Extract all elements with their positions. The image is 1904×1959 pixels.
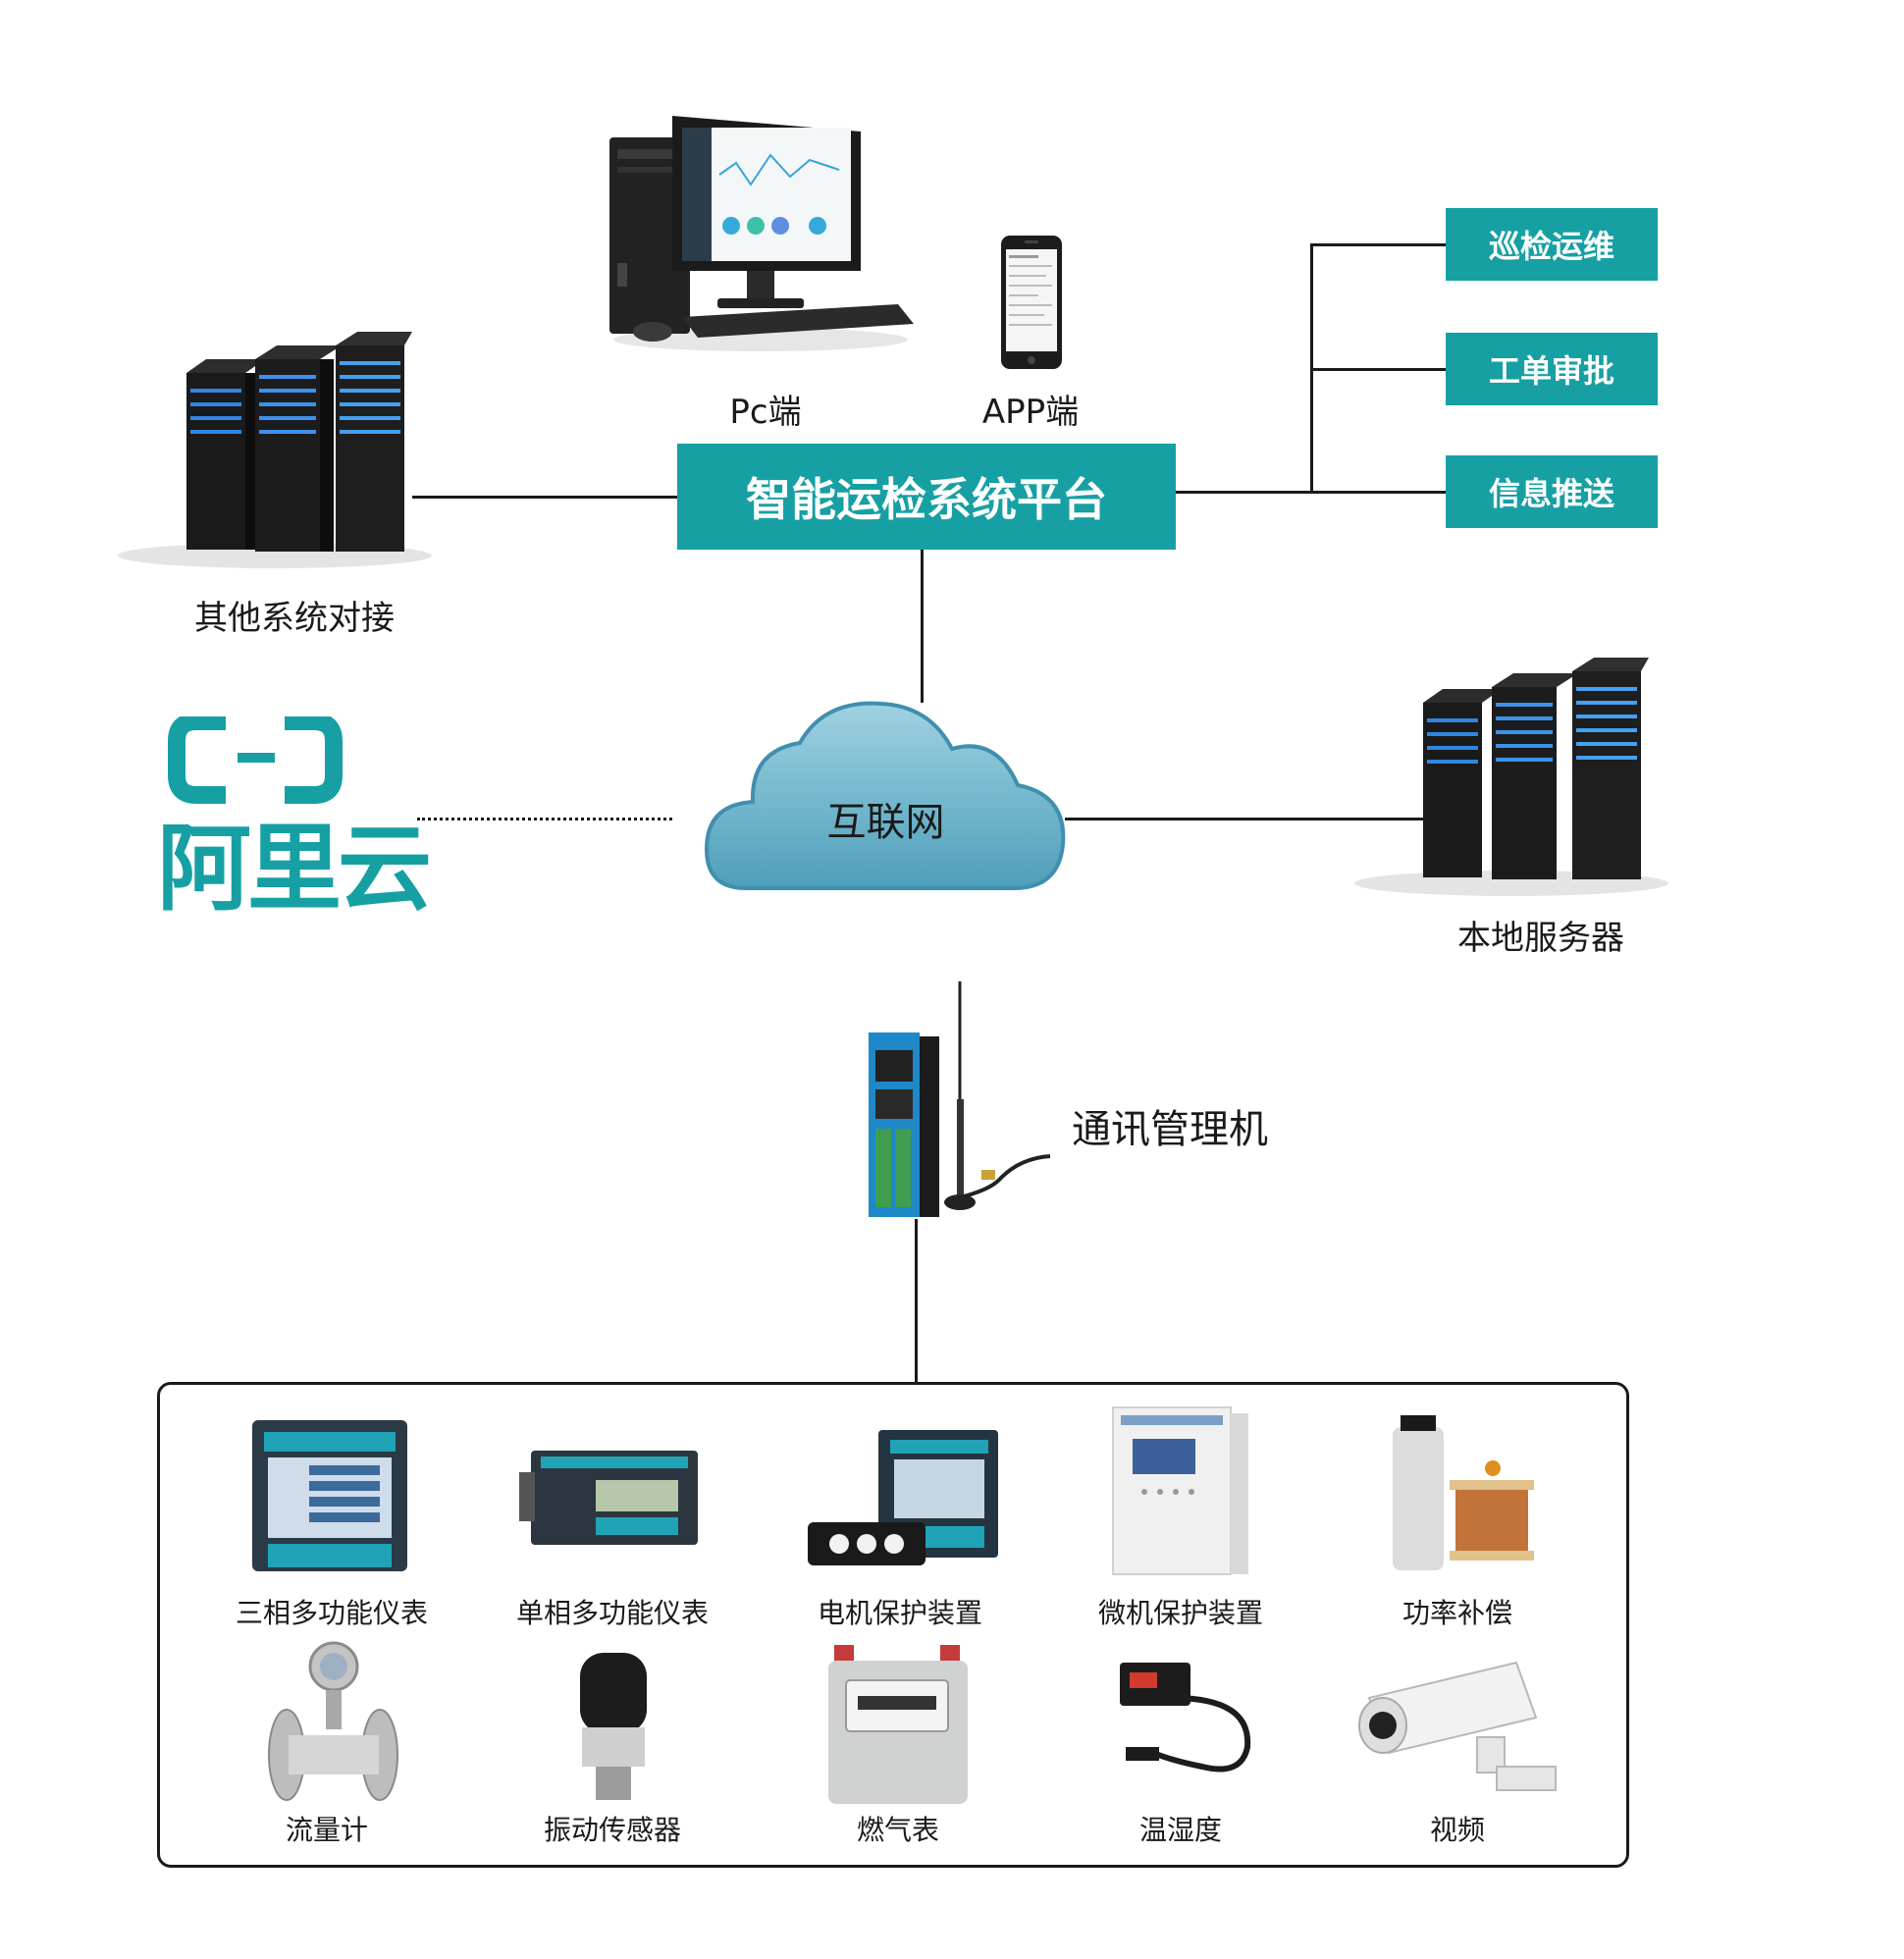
gateway-label: 通讯管理机: [1072, 1107, 1268, 1152]
flow-meter-icon: [267, 1639, 399, 1806]
platform-title: 智能运检系统平台: [746, 473, 1107, 526]
server-rack-icon-local: [1345, 648, 1668, 898]
aliyun-logo-text: 阿里云: [157, 814, 432, 924]
device-label-vibration-sensor: 振动传感器: [543, 1814, 681, 1846]
function-box-work-order: 工单审批: [1446, 333, 1658, 405]
pc-terminal-label: Pc端: [729, 393, 802, 432]
platform-title-box: 智能运检系统平台: [677, 444, 1176, 550]
mobile-phone-icon: [999, 234, 1064, 371]
function-label-push: 信息推送: [1488, 475, 1614, 512]
app-terminal-label: APP端: [981, 393, 1080, 432]
device-label-single-phase-meter: 单相多功能仪表: [515, 1597, 709, 1629]
branch-to-function-2: [1310, 368, 1446, 371]
gateway-device-icon: [864, 981, 1070, 1222]
function-box-inspection: 巡检运维: [1446, 208, 1658, 281]
pc-terminal-icon: [604, 116, 918, 356]
device-label-three-phase-meter: 三相多功能仪表: [235, 1597, 428, 1629]
function-label-work-order: 工单审批: [1488, 352, 1614, 390]
microcomputer-protection-device-icon: [1109, 1403, 1256, 1578]
internet-cloud-label: 互联网: [826, 800, 945, 845]
device-label-microcomputer-protection: 微机保护装置: [1097, 1597, 1263, 1629]
aliyun-logo: 阿里云: [157, 716, 432, 927]
branch-to-function-3: [1310, 491, 1446, 494]
device-label-temperature-humidity: 温湿度: [1138, 1814, 1222, 1846]
local-server-label: 本地服务器: [1457, 919, 1624, 958]
devices-panel: [157, 1382, 1629, 1868]
motor-protection-device-icon: [800, 1428, 1001, 1570]
server-rack-icon-other-systems: [108, 324, 432, 569]
power-compensation-icon: [1379, 1413, 1536, 1575]
branch-to-function-1: [1310, 243, 1446, 246]
internet-cloud-icon: 互联网: [702, 692, 1070, 898]
device-label-motor-protection: 电机保护装置: [817, 1597, 982, 1629]
device-label-video: 视频: [1429, 1814, 1485, 1846]
line-platform-to-branch: [1176, 491, 1313, 494]
device-label-power-compensation: 功率补偿: [1402, 1597, 1512, 1629]
function-label-inspection: 巡检运维: [1488, 228, 1614, 265]
line-servers-to-platform: [412, 496, 679, 499]
other-systems-label: 其他系统对接: [194, 599, 395, 638]
device-label-flow-meter: 流量计: [285, 1814, 368, 1846]
line-platform-to-cloud: [921, 550, 924, 703]
single-phase-meter-icon: [517, 1443, 709, 1551]
gas-meter-icon: [824, 1641, 972, 1808]
device-label-gas-meter: 燃气表: [856, 1814, 939, 1846]
line-gateway-to-devices: [915, 1219, 918, 1384]
three-phase-meter-icon: [250, 1418, 412, 1575]
dotted-line-aliyun-to-cloud: [417, 818, 672, 821]
line-cloud-to-local-server: [1065, 818, 1423, 821]
function-box-push: 信息推送: [1446, 455, 1658, 528]
surveillance-camera-icon: [1349, 1659, 1560, 1796]
vibration-sensor-icon: [574, 1649, 653, 1806]
temperature-humidity-sensor-icon: [1114, 1659, 1261, 1781]
